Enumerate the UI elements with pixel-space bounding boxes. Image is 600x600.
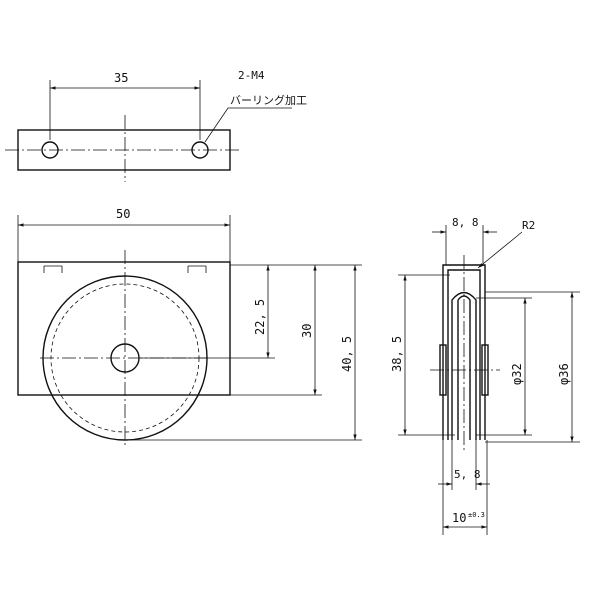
side-view: 8, 8 R2 38, 5 φ32 φ36 5, 8 10 ±0.3 <box>390 216 580 535</box>
dim-groove-width: 5, 8 <box>454 468 481 481</box>
dim-wheel-dia: φ36 <box>557 363 571 385</box>
dim-width: 50 <box>116 207 130 221</box>
hole-process-note: バーリング加工 <box>230 93 307 107</box>
dim-total-height: 40, 5 <box>340 336 354 372</box>
dim-axle-height: 22, 5 <box>253 299 267 335</box>
dim-tolerance: ±0.3 <box>468 511 485 519</box>
top-view: 35 2-M4 バーリング加工 <box>5 69 307 182</box>
dim-width-side: 10 <box>452 511 466 525</box>
dim-hole-spacing: 35 <box>114 71 128 85</box>
dim-bracket-height: 30 <box>300 324 314 338</box>
dim-height: 38, 5 <box>390 336 404 372</box>
hole-note: 2-M4 <box>238 69 265 82</box>
dim-top-width: 8, 8 <box>452 216 479 229</box>
radius-note: R2 <box>522 219 535 232</box>
dim-groove-dia: φ32 <box>510 363 524 385</box>
front-view: 50 22, 5 30 40, 5 <box>17 207 362 445</box>
